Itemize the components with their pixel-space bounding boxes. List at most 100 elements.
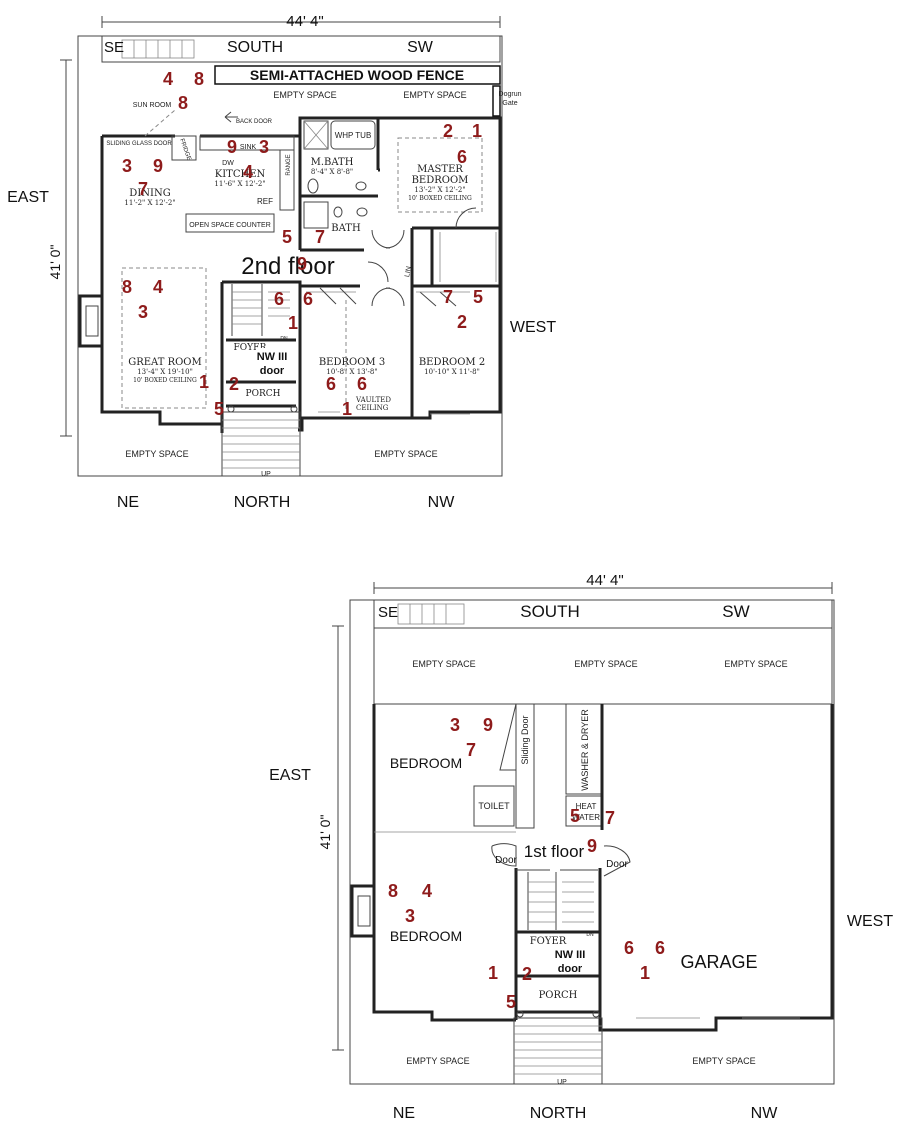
upper-empty-space-bl: EMPTY SPACE xyxy=(125,449,188,459)
lower-marker: 4 xyxy=(422,881,432,901)
lower-compass-sw: SW xyxy=(722,602,749,621)
upper-marker: 8 xyxy=(122,277,132,297)
back-door-label: BACK DOOR xyxy=(236,119,273,125)
first-floor-label: 1st floor xyxy=(524,842,585,861)
kitchen-name: KITCHEN xyxy=(215,169,266,180)
lower-floor-plan: 44' 4" 41' 0" SE SOUTH SW EMPTY SPACE EM… xyxy=(269,572,893,1122)
bed3-dim: 10'-8" X 13'-8" xyxy=(326,368,377,376)
mbath-dim: 8'-4" X 8'-8" xyxy=(311,168,353,176)
upper-compass-east: EAST xyxy=(7,189,49,206)
lower-marker: 6 xyxy=(624,938,634,958)
lower-empty-space-br: EMPTY SPACE xyxy=(692,1056,755,1066)
upper-marker: 1 xyxy=(288,313,298,333)
upper-marker: 2 xyxy=(457,312,467,332)
upper-compass-nw: NW xyxy=(428,494,456,511)
great-room-dim: 13'-4" X 19'-10" xyxy=(137,368,193,376)
lower-marker: 6 xyxy=(655,938,665,958)
upper-floor-plan: 44' 4" 41' 0" SE SOUTH SW SEMI-ATTACHED … xyxy=(7,13,556,511)
upper-marker: 4 xyxy=(243,162,253,182)
lower-marker: 1 xyxy=(488,963,498,983)
upper-marker: 9 xyxy=(227,137,237,157)
lin-label: LIN xyxy=(404,266,413,278)
open-counter-label: OPEN SPACE COUNTER xyxy=(189,222,271,229)
lower-marker: 9 xyxy=(483,715,493,735)
upper-marker: 3 xyxy=(259,137,269,157)
upper-marker: 8 xyxy=(178,93,188,113)
upper-marker: 4 xyxy=(163,69,173,89)
master-dim: 13'-2" X 12'-2" xyxy=(414,186,465,194)
upper-empty-space-br: EMPTY SPACE xyxy=(374,449,437,459)
great-room-name: GREAT ROOM xyxy=(128,357,202,368)
lower-marker: 2 xyxy=(522,964,532,984)
lower-marker: 5 xyxy=(506,992,516,1012)
fence-label: SEMI-ATTACHED WOOD FENCE xyxy=(250,67,464,83)
dw-label: DW xyxy=(222,160,234,167)
washer-dryer-label: WASHER & DRYER xyxy=(580,709,590,791)
upper-marker: 2 xyxy=(229,374,239,394)
upper-marker: 1 xyxy=(199,372,209,392)
lower-number-markers: 3 9 7 5 7 9 8 4 3 6 6 1 1 2 5 xyxy=(388,715,665,1012)
sink-label: SINK xyxy=(240,144,257,151)
lower-porch-label: PORCH xyxy=(539,990,578,1001)
lower-dn-label: DN xyxy=(586,932,594,938)
lower-marker: 1 xyxy=(640,963,650,983)
master-note: 10' BOXED CEILING xyxy=(408,195,472,202)
mbath-name: M.BATH xyxy=(311,157,354,168)
lower-foyer-label: FOYER xyxy=(530,936,567,947)
lower-marker: 8 xyxy=(388,881,398,901)
upper-width-dimension: 44' 4" xyxy=(286,13,323,30)
lower-marker: 7 xyxy=(466,740,476,760)
upper-marker: 6 xyxy=(303,289,313,309)
lower-compass-nw: NW xyxy=(751,1105,779,1122)
lower-marker: 9 xyxy=(587,836,597,856)
ref-label: REF xyxy=(257,197,273,206)
lower-width-dimension: 44' 4" xyxy=(586,572,623,589)
upper-foyer-name: FOYER xyxy=(234,343,267,353)
second-floor-label: 2nd floor xyxy=(241,253,334,280)
kitchen-dim: 11'-6" X 12'-2" xyxy=(214,180,265,188)
range-label: RANGE xyxy=(286,154,292,175)
lower-empty-space-2: EMPTY SPACE xyxy=(574,659,637,669)
upper-marker: 7 xyxy=(315,227,325,247)
lower-empty-space-1: EMPTY SPACE xyxy=(412,659,475,669)
lower-marker: 5 xyxy=(570,806,580,826)
upper-marker: 1 xyxy=(342,399,352,419)
upper-compass-se: SE xyxy=(104,39,124,56)
lower-compass-north: NORTH xyxy=(530,1105,587,1122)
upper-marker: 8 xyxy=(194,69,204,89)
lower-compass-east: EAST xyxy=(269,767,311,784)
lower-compass-south: SOUTH xyxy=(520,602,580,621)
sliding-glass-door-label: SLIDING GLASS DOOR xyxy=(106,141,172,147)
upper-marker: 2 xyxy=(443,121,453,141)
upper-marker: 6 xyxy=(274,289,284,309)
upper-marker: 9 xyxy=(153,156,163,176)
upper-up-label: UP xyxy=(261,471,271,478)
upper-marker: 6 xyxy=(326,374,336,394)
upper-marker: 4 xyxy=(153,277,163,297)
dining-dim: 11'-2" X 12'-2" xyxy=(124,199,175,207)
bed3-name: BEDROOM 3 xyxy=(319,357,385,368)
upper-compass-ne: NE xyxy=(117,494,139,511)
bedroom-bottom-label: BEDROOM xyxy=(390,928,462,944)
whp-tub-label: WHP TUB xyxy=(335,131,372,140)
upper-marker: 3 xyxy=(138,302,148,322)
upper-marker: 5 xyxy=(214,399,224,419)
lower-compass-west: WEST xyxy=(847,913,893,930)
lower-depth-dimension: 41' 0" xyxy=(317,815,333,850)
sun-room-label: SUN ROOM xyxy=(133,102,172,109)
lower-empty-space-3: EMPTY SPACE xyxy=(724,659,787,669)
upper-compass-sw: SW xyxy=(407,39,434,56)
upper-compass-north: NORTH xyxy=(234,494,291,511)
bath-name: BATH xyxy=(331,223,361,234)
lower-compass-se: SE xyxy=(378,604,398,621)
door-left-label: Door xyxy=(495,855,517,866)
upper-compass-west: WEST xyxy=(510,319,556,336)
bedroom-top-label: BEDROOM xyxy=(390,755,462,771)
upper-empty-space-tr: EMPTY SPACE xyxy=(403,90,466,100)
